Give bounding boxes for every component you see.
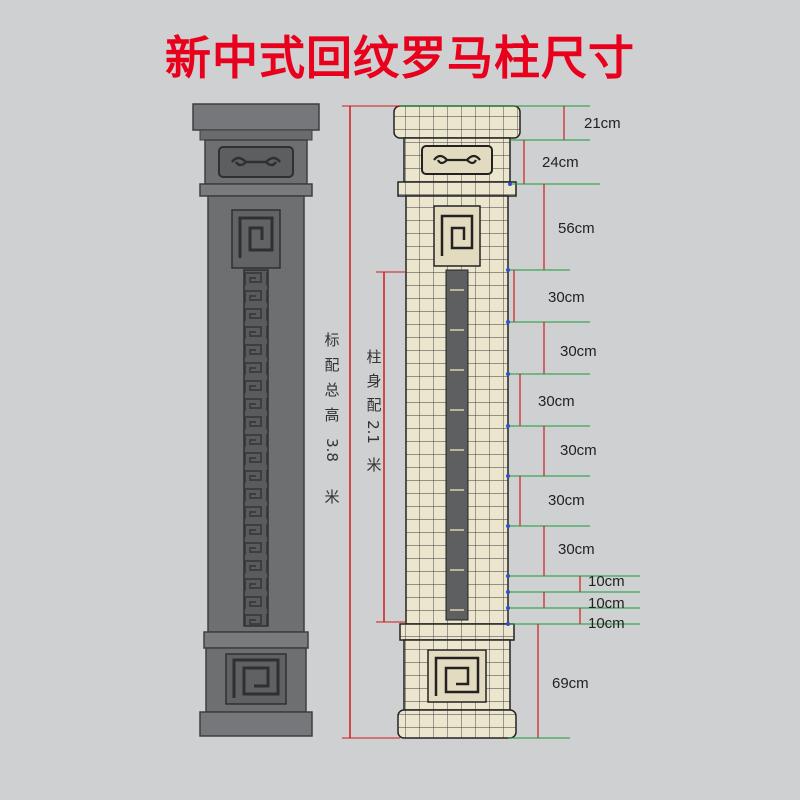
dim-56cm-label: 56cm bbox=[558, 220, 595, 237]
dim-30cm-1-label: 30cm bbox=[548, 289, 585, 306]
dim-10cm-1-label: 10cm bbox=[588, 573, 625, 590]
dim-69cm-label: 69cm bbox=[552, 675, 589, 692]
shaft-height-label-2: 身 bbox=[366, 372, 381, 390]
solid-plinth bbox=[199, 711, 313, 737]
shaft-height-label-3: 配 bbox=[366, 396, 381, 414]
wire-plinth bbox=[397, 709, 517, 739]
solid-key-strip bbox=[243, 269, 269, 627]
wire-base-fret-icon bbox=[434, 656, 480, 696]
wire-collar bbox=[397, 181, 517, 197]
dim-30cm-1: 30cm bbox=[508, 270, 590, 323]
solid-scroll-icon bbox=[231, 156, 281, 167]
dim-30cm-6: 30cm bbox=[508, 526, 640, 577]
solid-fret-icon bbox=[238, 216, 274, 258]
shaft-height-label-5: 米 bbox=[366, 456, 381, 474]
shaft-height-dimension: 柱 身 配 2.1 米 bbox=[364, 271, 406, 623]
dim-30cm-2-label: 30cm bbox=[560, 343, 597, 360]
dim-10cm-3: 10cm bbox=[508, 608, 640, 632]
dim-30cm-3: 30cm bbox=[508, 374, 590, 427]
total-height-dimension: 标 配 总 高 3.8 米 bbox=[323, 105, 400, 739]
dim-30cm-4-label: 30cm bbox=[560, 442, 597, 459]
wire-key-strip bbox=[445, 269, 469, 621]
dim-10cm-2: 10cm bbox=[508, 592, 640, 612]
total-height-label-5: 3.8 bbox=[323, 438, 341, 462]
wire-fret-icon bbox=[440, 214, 474, 256]
guide-dots bbox=[506, 182, 512, 626]
segment-dimensions: 21cm 24cm 56cm 30cm 30cm bbox=[400, 105, 640, 739]
dim-10cm-3-label: 10cm bbox=[588, 615, 625, 632]
total-height-label-6: 米 bbox=[324, 488, 339, 506]
shaft-height-label-1: 柱 bbox=[366, 348, 381, 366]
wire-top-cap bbox=[393, 105, 521, 139]
dim-10cm-1: 10cm bbox=[508, 573, 640, 593]
dim-30cm-5: 30cm bbox=[508, 476, 590, 527]
solid-base-ornament bbox=[225, 653, 287, 705]
dim-30cm-5-label: 30cm bbox=[548, 492, 585, 509]
dim-10cm-2-label: 10cm bbox=[588, 595, 625, 612]
solid-collar bbox=[199, 183, 313, 197]
total-height-label-3: 总 bbox=[324, 381, 339, 399]
solid-top-cap bbox=[192, 103, 320, 131]
dim-24cm: 24cm bbox=[510, 140, 600, 185]
dim-21cm-label: 21cm bbox=[584, 115, 621, 132]
solid-top-cap-lip bbox=[199, 129, 313, 141]
solid-column bbox=[192, 103, 320, 737]
dim-21cm: 21cm bbox=[400, 105, 621, 141]
dim-56cm: 56cm bbox=[508, 184, 595, 271]
page-title: 新中式回纹罗马柱尺寸 bbox=[165, 31, 635, 85]
wire-base-collar bbox=[399, 623, 515, 641]
shaft-height-label-4: 2.1 bbox=[364, 420, 382, 444]
dim-30cm-2: 30cm bbox=[508, 322, 597, 375]
dim-30cm-4: 30cm bbox=[508, 426, 597, 477]
wire-scroll-icon bbox=[433, 154, 481, 165]
dim-30cm-6-label: 30cm bbox=[558, 541, 595, 558]
solid-base-collar bbox=[203, 631, 309, 649]
dim-69cm: 69cm bbox=[508, 624, 589, 739]
dim-30cm-3-label: 30cm bbox=[538, 393, 575, 410]
total-height-label-1: 标 bbox=[324, 331, 339, 349]
total-height-label-4: 高 bbox=[324, 406, 339, 424]
wireframe-column bbox=[393, 105, 521, 739]
wire-key-pattern bbox=[450, 289, 464, 611]
dim-24cm-label: 24cm bbox=[542, 154, 579, 171]
total-height-label-2: 配 bbox=[324, 356, 339, 374]
solid-base-fret-icon bbox=[232, 658, 280, 698]
